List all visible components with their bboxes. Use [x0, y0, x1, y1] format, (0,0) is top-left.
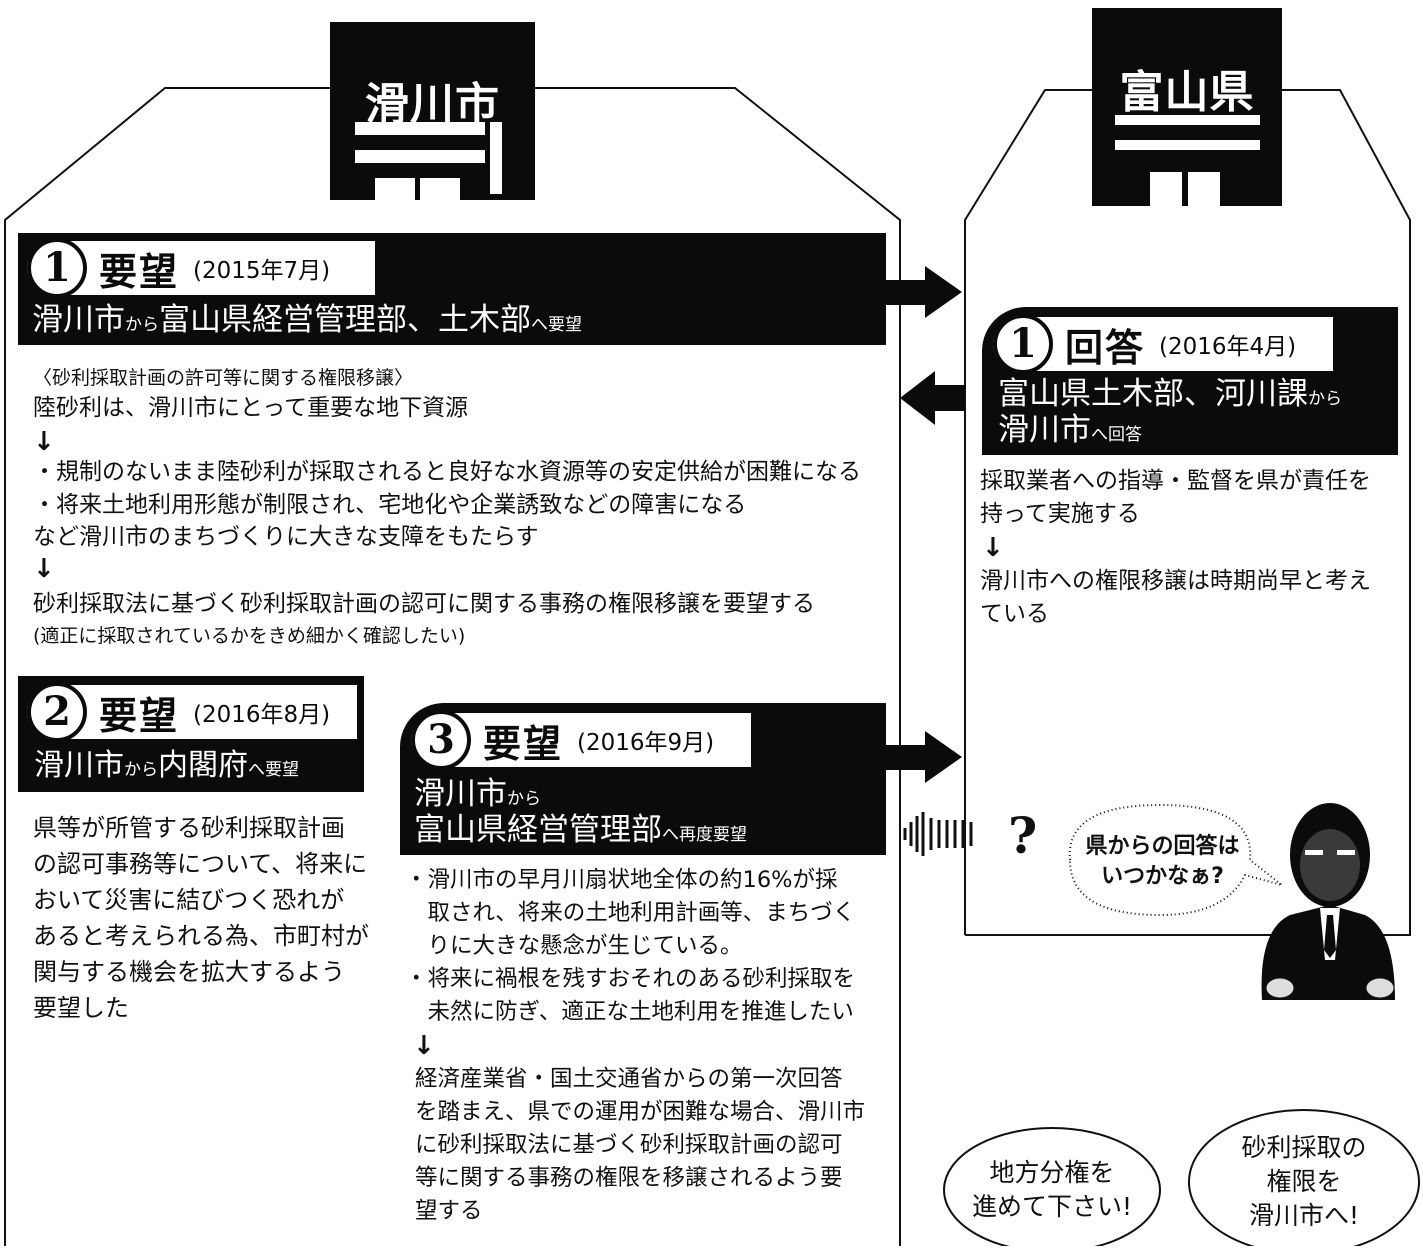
request1-line3: 砂利採取法に基づく砂利採取計画の認可に関する事務の権限移譲を要望する [33, 591, 815, 617]
arrow-left-answer [900, 371, 965, 425]
down-arrow-icon: ↓ [982, 533, 1004, 563]
answer1-date: (2016年4月) [1159, 334, 1297, 360]
request2-subtitle: 滑川市から内閣府へ要望 [34, 748, 299, 783]
request3-subtitle-1: 滑川市から [414, 776, 541, 812]
namerikawa-building-icon [330, 22, 535, 200]
request3-subtitle-2: 富山県経営管理部へ再度要望 [414, 812, 747, 848]
man-icon [1261, 803, 1395, 1000]
request3-line: を踏まえ、県での運用が困難な場合、滑川市 [415, 1099, 866, 1125]
request1-heading: 〈砂利採取計画の許可等に関する権限移譲〉 [33, 367, 414, 389]
answer1-subtitle-1: 富山県土木部、河川課から [998, 376, 1342, 412]
request3-bullet-line: ・将来に禍根を残すおそれのある砂利採取を [405, 966, 856, 992]
arrow-right-1 [885, 266, 962, 318]
bubble-right-text: 砂利採取の 権限を 滑川市へ! [1241, 1133, 1367, 1230]
request2-line: おいて災害に結びつく恐れが [33, 886, 345, 914]
request3-bullets: ・滑川市の早月川扇状地全体の約16%が採 取され、将来の土地利用計画等、まちづく… [405, 864, 865, 1228]
namerikawa-building-label: 滑川市 [365, 79, 500, 130]
request3-bullet-line: 未然に防ぎ、適正な土地利用を推進したい [405, 999, 854, 1025]
request1-date: (2015年7月) [193, 258, 331, 284]
request1-line2: など滑川市のまちづくりに大きな支障をもたらす [33, 524, 539, 550]
request3-line: 望する [415, 1198, 483, 1224]
request2-line: 県等が所管する砂利採取計画 [33, 814, 345, 842]
bubble-left-outline [943, 1127, 1161, 1246]
request2-line: 関与する機会を拡大するよう [33, 958, 345, 986]
speech-bubble [1068, 803, 1283, 917]
answer1-line1: 採取業者への指導・監督を県が責任を [980, 468, 1371, 494]
answer1-line2: 持って実施する [980, 501, 1140, 527]
question-mark-icon: ? [1008, 806, 1038, 865]
request2-line: 要望した [33, 994, 129, 1022]
request2-line: の認可事務等について、将来に [33, 850, 368, 878]
toyama-box [964, 89, 1411, 936]
answer1-title: 回答 [1065, 324, 1146, 370]
request3-bullet-line: ・滑川市の早月川扇状地全体の約16%が採 [405, 867, 838, 893]
request3-title: 要望 [483, 720, 564, 766]
request1-line1: 陸砂利は、滑川市にとって重要な地下資源 [33, 395, 469, 421]
request3-bullet-line: 取され、将来の土地利用計画等、まちづく [405, 900, 856, 926]
toyama-building-label: 富山県 [1119, 67, 1255, 118]
wave-lines-icon [903, 812, 973, 856]
toyama-building-icon [1092, 8, 1282, 206]
answer1-tag: 1 回答 (2016年4月) [990, 314, 1336, 374]
down-arrow-icon: ↓ [33, 554, 55, 584]
request2-tag: 2 要望 (2016年8月) [24, 682, 360, 742]
request3-bullet-line: りに大きな懸念が生じている。 [405, 933, 743, 959]
answer1-subtitle-2: 滑川市へ回答 [998, 412, 1142, 448]
bubble-right-outline [1188, 1109, 1420, 1246]
request3-tag: 3 要望 (2016年9月) [408, 710, 754, 770]
request2-body: 県等が所管する砂利採取計画 の認可事務等について、将来に おいて災害に結びつく恐… [33, 810, 369, 1026]
request1-number: 1 [27, 238, 87, 298]
answer1-line3: 滑川市への権限移譲は時期尚早と考え [980, 568, 1371, 594]
request2-line: あると考えられる為、市町村が [33, 922, 369, 950]
request2-number: 2 [27, 682, 87, 742]
bubble-left-text: 地方分権を 進めて下さい! [971, 1158, 1133, 1221]
request1-bullet1: ・規制のないまま陸砂利が採取されると良好な水資源等の安定供給が困難になる [33, 459, 861, 485]
request3-number: 3 [411, 710, 471, 770]
request3-line: に砂利採取法に基づく砂利採取計画の認可 [415, 1132, 843, 1158]
request1-bullet2: ・将来土地利用形態が制限され、宅地化や企業誘致などの障害になる [33, 492, 747, 518]
down-arrow-icon: ↓ [33, 427, 55, 457]
answer1-number: 1 [993, 314, 1053, 374]
request3-line: 等に関する事務の権限を移譲されるよう要 [415, 1165, 843, 1191]
request2-date: (2016年8月) [193, 702, 331, 728]
speech-text: 県からの回答は いつかなぁ? [1085, 834, 1240, 889]
request1-subtitle: 滑川市から富山県経営管理部、土木部へ要望 [32, 302, 582, 338]
request2-title: 要望 [99, 692, 180, 738]
down-arrow-icon: ↓ [413, 1031, 435, 1061]
request1-note: (適正に採取されているかをきめ細かく確認したい) [33, 625, 466, 647]
arrow-right-3 [885, 731, 962, 783]
answer1-line4: ている [980, 601, 1049, 627]
request1-tag: 1 要望 (2015年7月) [24, 238, 378, 298]
request1-title: 要望 [99, 248, 180, 294]
request3-line: 経済産業省・国土交通省からの第一次回答 [415, 1066, 843, 1092]
request3-date: (2016年9月) [577, 730, 715, 756]
